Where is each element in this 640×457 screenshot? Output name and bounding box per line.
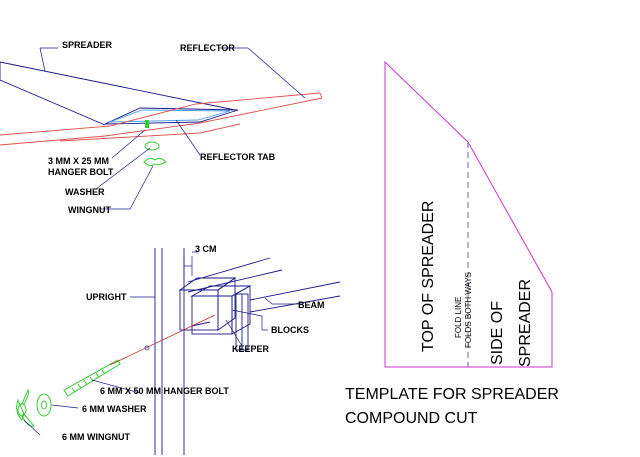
wingnut-6mm-label: 6 MM WINGNUT <box>62 432 130 442</box>
reflector-label: REFLECTOR <box>180 43 235 53</box>
spreader-bar <box>0 61 236 126</box>
three-cm-label: 3 CM <box>195 244 217 254</box>
upright-post <box>154 248 185 455</box>
top-of-spreader-label: TOP OF SPREADER <box>420 201 437 352</box>
three-cm-dimension <box>183 251 198 276</box>
bolt-axis-line <box>109 314 216 366</box>
hanger-bolt-3mm <box>145 120 149 128</box>
spreader-reflector-assembly: SPREADER REFLECTOR REFLECTOR TAB 3 MM X … <box>0 40 323 215</box>
reflector-tab-plate <box>104 107 239 125</box>
side-of-label: SIDE OF <box>489 301 506 365</box>
bottom-leader-lines <box>23 296 298 436</box>
hanger-bolt-3mm-label-line2: HANGER BOLT <box>48 167 114 177</box>
beam <box>187 257 341 327</box>
template-outline <box>384 60 553 368</box>
keeper-label: KEEPER <box>232 344 270 354</box>
template-title-line1: TEMPLATE FOR SPREADER <box>345 386 559 403</box>
spreader-label: SPREADER <box>62 40 113 50</box>
washer-label: WASHER <box>65 187 105 197</box>
hanger-bolt-6mm-label: 6 MM X 50 MM HANGER BOLT <box>100 386 229 396</box>
washer-6mm-label: 6 MM WASHER <box>82 404 147 414</box>
bolt-hole <box>144 345 150 351</box>
folds-both-ways-label: FOLDS BOTH WAYS <box>464 272 473 348</box>
blocks <box>178 277 252 335</box>
reflector <box>0 92 323 146</box>
upright-beam-assembly: 3 CM UPRIGHT BEAM BLOCKS KEEPER 6 MM X 5… <box>16 244 341 455</box>
template-spreader-label: SPREADER <box>517 279 534 367</box>
beam-label: BEAM <box>298 300 325 310</box>
fold-line-label: FOLD LINE <box>454 297 463 338</box>
blocks-label: BLOCKS <box>271 325 309 335</box>
washer-3mm <box>144 141 160 151</box>
hanger-bolt-3mm-label-line1: 3 MM X 25 MM <box>48 156 109 166</box>
keeper <box>235 293 249 351</box>
top-leader-lines <box>39 47 306 210</box>
wingnut-3mm <box>143 157 167 167</box>
upright-label: UPRIGHT <box>86 292 127 302</box>
template-title-line2: COMPOUND CUT <box>345 410 478 427</box>
spreader-template: TOP OF SPREADER FOLD LINE FOLDS BOTH WAY… <box>384 60 553 368</box>
wingnut-label: WINGNUT <box>68 205 111 215</box>
reflector-tab-label: REFLECTOR TAB <box>200 152 276 162</box>
washer-6mm <box>36 393 52 417</box>
